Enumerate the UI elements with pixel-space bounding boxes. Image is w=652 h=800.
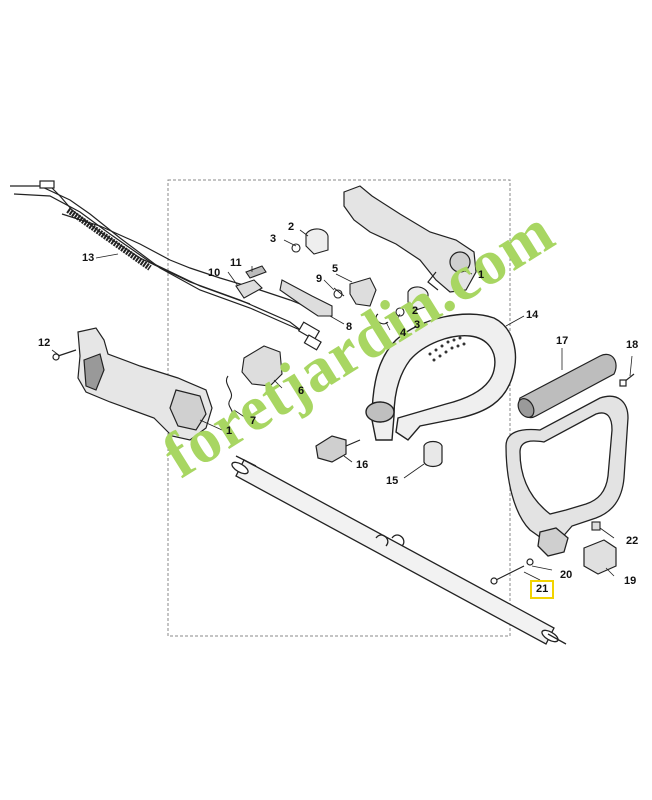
washer-20 bbox=[526, 558, 534, 566]
callout-9: 9 bbox=[316, 273, 323, 285]
clamp-15 bbox=[423, 440, 443, 468]
knob-16 bbox=[315, 435, 361, 463]
callout-12: 12 bbox=[38, 337, 51, 349]
grip-17 bbox=[517, 353, 617, 419]
drive-tube bbox=[231, 455, 567, 645]
callout-1-right: 1 bbox=[478, 269, 485, 281]
callout-22: 22 bbox=[626, 535, 639, 547]
callout-3-lower: 3 bbox=[414, 319, 421, 331]
callout-18: 18 bbox=[626, 339, 639, 351]
screw-21 bbox=[490, 565, 525, 585]
throttle-trigger bbox=[279, 279, 345, 317]
callout-13: 13 bbox=[82, 252, 95, 264]
callout-16: 16 bbox=[356, 459, 369, 471]
nut-22 bbox=[591, 521, 601, 531]
rear-handle-housing bbox=[77, 327, 213, 441]
loop-handle-14 bbox=[365, 313, 517, 441]
callout-3-upper: 3 bbox=[270, 233, 277, 245]
callout-7: 7 bbox=[250, 415, 257, 427]
switch-parts bbox=[235, 265, 267, 299]
callout-10: 10 bbox=[208, 267, 221, 279]
callout-5: 5 bbox=[332, 263, 339, 275]
callout-21-highlighted: 21 bbox=[530, 580, 555, 599]
loop-handle-dots bbox=[428, 336, 466, 362]
clamp-2-upper bbox=[291, 228, 329, 255]
wiring-harness bbox=[10, 180, 322, 351]
callout-2-lower: 2 bbox=[412, 305, 419, 317]
callout-14: 14 bbox=[526, 309, 539, 321]
switch-housing-6 bbox=[226, 345, 283, 415]
callout-11: 11 bbox=[230, 257, 242, 269]
callout-4: 4 bbox=[400, 327, 407, 339]
screw-18 bbox=[619, 373, 635, 387]
bike-handle-frame bbox=[505, 395, 629, 557]
clamp-piece-19 bbox=[583, 539, 617, 575]
callout-15: 15 bbox=[386, 475, 399, 487]
callout-17: 17 bbox=[556, 335, 569, 347]
callout-6: 6 bbox=[298, 385, 305, 397]
screw-12 bbox=[52, 349, 77, 361]
wiring-harness-braided-sleeve bbox=[66, 207, 152, 271]
leader-lines bbox=[51, 229, 633, 581]
control-handle-housing bbox=[343, 185, 477, 293]
callout-2-upper: 2 bbox=[288, 221, 295, 233]
callout-8: 8 bbox=[346, 321, 353, 333]
callout-19: 19 bbox=[624, 575, 637, 587]
callout-1-left: 1 bbox=[226, 425, 233, 437]
callout-20: 20 bbox=[560, 569, 573, 581]
clamp-2-lower bbox=[395, 286, 429, 317]
